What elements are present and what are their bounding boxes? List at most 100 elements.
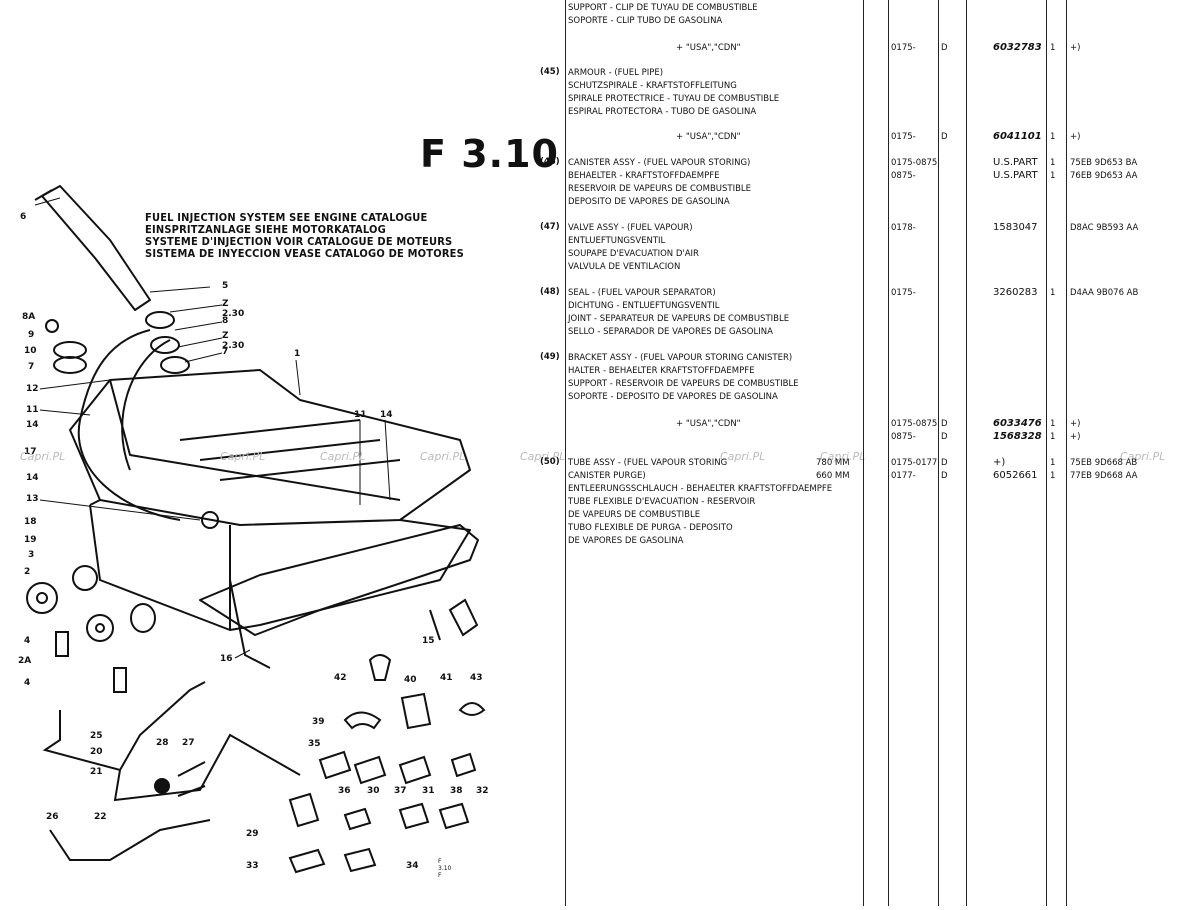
callout-6: 6 (20, 212, 27, 222)
fuel-tank-illustration (26, 185, 486, 874)
parts-entry: SUPPORT - CLIP DE TUYAU DE COMBUSTIBLE S… (568, 2, 757, 28)
market-label: + "USA","CDN" (676, 43, 741, 53)
watermark: Capri.PL (20, 450, 66, 463)
part-number: 6033476 (993, 418, 1042, 429)
callout-5: 5 (222, 281, 229, 291)
callout-28: 28 (156, 738, 169, 748)
note: 76EB 9D653 AA (1070, 171, 1138, 181)
column-rule (966, 0, 967, 906)
desc-line: VALVE ASSY - (FUEL VAPOUR) (568, 223, 693, 233)
code: D (941, 458, 948, 468)
date-range: 0178- (891, 223, 916, 233)
desc-line: VALVULA DE VENTILACION (568, 262, 681, 272)
callout-36: 36 (338, 786, 351, 796)
note: +) (1070, 132, 1081, 142)
ref-number: (50) (540, 457, 560, 467)
quantity: 1 (1050, 132, 1056, 142)
callout-13: 13 (26, 494, 39, 504)
column-rule (938, 0, 939, 906)
callout-4a: 4 (24, 636, 31, 646)
callout-1: 1 (294, 349, 301, 359)
callout-16: 16 (220, 654, 233, 664)
desc-line: ESPIRAL PROTECTORA - TUBO DE GASOLINA (568, 107, 757, 117)
callout-14a: 14 (26, 420, 39, 430)
callout-9: 9 (28, 330, 35, 340)
part-number: 1568328 (993, 431, 1042, 442)
desc-line: CANISTER PURGE) (568, 471, 646, 481)
callout-7: 7 (28, 362, 35, 372)
note: +) (1070, 432, 1081, 442)
callout-11: 11 (26, 405, 39, 415)
callout-34: 34 (406, 861, 419, 871)
market-label: + "USA","CDN" (676, 132, 741, 142)
watermark: Capri.PL (820, 450, 866, 463)
date-range: 0175- (891, 43, 916, 53)
callout-14c: 14 (380, 410, 393, 420)
desc-line: JOINT - SEPARATEUR DE VAPEURS DE COMBUST… (568, 314, 790, 324)
parts-entry: TUBE ASSY - (FUEL VAPOUR STORING CANISTE… (568, 457, 832, 548)
watermark: Capri.PL (420, 450, 466, 463)
code: D (941, 471, 948, 481)
callout-26: 26 (46, 812, 59, 822)
part-number: 6041101 (993, 131, 1042, 142)
column-rule (1046, 0, 1047, 906)
exploded-parts-diagram: 8A 9 10 7 12 11 14 17 14 13 18 19 3 2 4 … (0, 0, 560, 906)
callout-8A: 8A (22, 312, 36, 322)
callout-11b: 11 (354, 410, 367, 420)
column-rule (888, 0, 889, 906)
date-range: 0175-0875 (891, 419, 938, 429)
watermark: Capri.PL (220, 450, 266, 463)
callout-z230a: Z 2.30 (222, 299, 245, 319)
watermark: Capri.PL (1120, 450, 1166, 463)
desc-line: TUBE FLEXIBLE D'EVACUATION - RESERVOIR (568, 497, 756, 507)
code: D (941, 419, 948, 429)
callout-12: 12 (26, 384, 39, 394)
desc-line: SEAL - (FUEL VAPOUR SEPARATOR) (568, 288, 716, 298)
desc-line: CANISTER ASSY - (FUEL VAPOUR STORING) (568, 158, 751, 168)
callout-27: 27 (182, 738, 195, 748)
note: 75EB 9D653 BA (1070, 158, 1138, 168)
callout-2A: 2A (18, 656, 32, 666)
note: +) (1070, 43, 1081, 53)
callout-18: 18 (24, 517, 37, 527)
desc-line: SCHUTZSPIRALE - KRAFTSTOFFLEITUNG (568, 81, 737, 91)
desc-line: TUBO FLEXIBLE DE PURGA - DEPOSITO (568, 523, 733, 533)
part-number: 6052661 (993, 470, 1038, 481)
callout-7b: 7 (222, 347, 229, 357)
watermark: Capri.PL (720, 450, 766, 463)
callout-3a: 3 (28, 550, 35, 560)
callout-38: 38 (450, 786, 463, 796)
callout-30: 30 (367, 786, 380, 796)
code: D (941, 43, 948, 53)
desc-line: DE VAPEURS DE COMBUSTIBLE (568, 510, 701, 520)
market-label: + "USA","CDN" (676, 419, 741, 429)
desc-line: SUPPORT - CLIP DE TUYAU DE COMBUSTIBLE (568, 3, 758, 13)
date-range: 0175- (891, 288, 916, 298)
note: 75EB 9D668 AB (1070, 458, 1138, 468)
callout-8: 8 (222, 316, 229, 326)
fuel-injection-notice: FUEL INJECTION SYSTEM SEE ENGINE CATALOG… (145, 212, 464, 260)
callout-37: 37 (394, 786, 407, 796)
parts-entry: CANISTER ASSY - (FUEL VAPOUR STORING) BE… (568, 157, 751, 209)
quantity: 1 (1050, 158, 1056, 168)
callout-14b: 14 (26, 473, 39, 483)
date-range: 0875- (891, 432, 916, 442)
callout-4b: 4 (24, 678, 31, 688)
desc-line: ENTLEERUNGSSCHLAUCH - BEHAELTER KRAFTSTO… (568, 484, 833, 494)
callout-25: 25 (90, 731, 103, 741)
callout-19: 19 (24, 535, 37, 545)
note: 77EB 9D668 AA (1070, 471, 1138, 481)
figure-number: F 3.10 (420, 132, 559, 176)
callout-32: 32 (476, 786, 489, 796)
quantity: 1 (1050, 458, 1056, 468)
callout-41: 41 (440, 673, 453, 683)
desc-line: ENTLUEFTUNGSVENTIL (568, 236, 666, 246)
length-value: 780 MM (816, 458, 850, 468)
desc-line: RESERVOIR DE VAPEURS DE COMBUSTIBLE (568, 184, 752, 194)
quantity: 1 (1050, 432, 1056, 442)
parts-entry: VALVE ASSY - (FUEL VAPOUR) ENTLUEFTUNGSV… (568, 222, 699, 274)
desc-line: DEPOSITO DE VAPORES DE GASOLINA (568, 197, 730, 207)
notice-line-fr: SYSTEME D'INJECTION VOIR CATALOGUE DE MO… (145, 235, 453, 248)
column-rule (863, 0, 864, 906)
code: D (941, 432, 948, 442)
